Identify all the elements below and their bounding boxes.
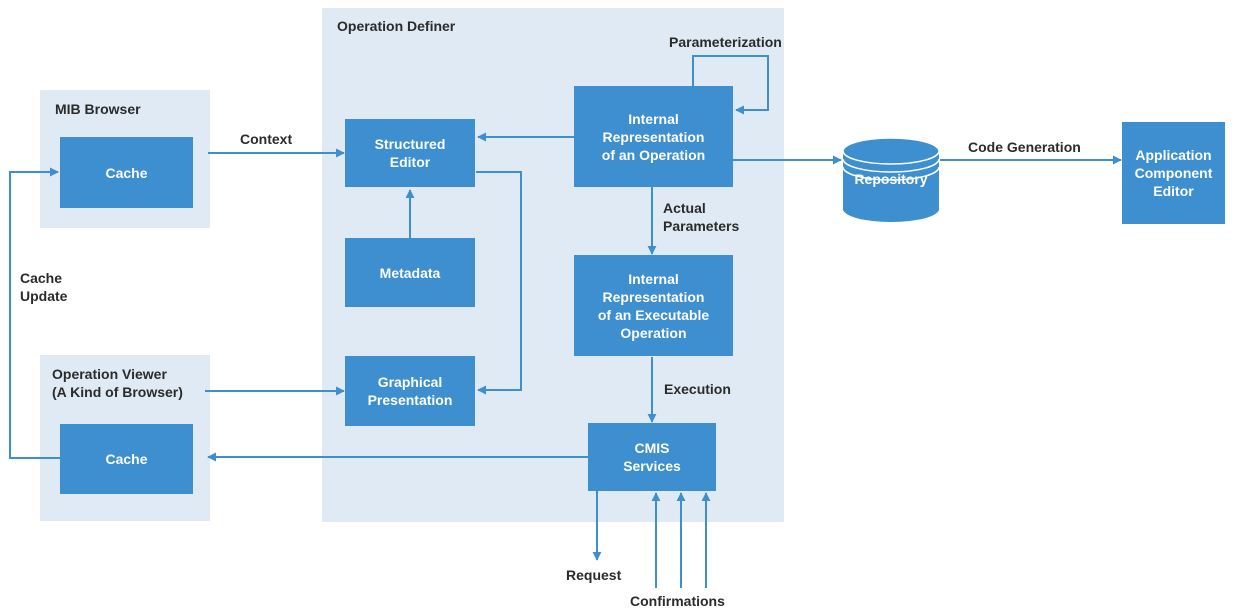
editor-to-graphical-arrow [476,171,522,395]
confirmations-label: Confirmations [630,593,725,609]
internal-executable-operation-box[interactable]: Internal Representation of an Executable… [574,255,733,356]
graphical-presentation-box[interactable]: Graphical Presentation [345,356,475,426]
cache-update-arrow [9,167,60,459]
parameterization-loop [692,55,769,115]
operation-viewer-title: Operation Viewer (A Kind of Browser) [52,366,183,400]
operation-viewer-cache-box[interactable]: Cache [60,424,193,494]
cmis-services-box[interactable]: CMIS Services [588,423,716,491]
context-label: Context [240,131,293,147]
execution-label: Execution [664,381,731,397]
actual-parameters-label: Actual Parameters [663,200,740,234]
cache-update-label: Cache Update [20,270,68,304]
metadata-box[interactable]: Metadata [345,238,475,307]
repository-label: Repository [854,171,928,187]
mib-browser-title: MIB Browser [55,101,141,117]
mib-browser-cache-box[interactable]: Cache [60,137,193,208]
request-label: Request [566,567,622,583]
structured-editor-box[interactable]: Structured Editor [345,119,475,187]
parameterization-label: Parameterization [669,34,782,50]
operation-definer-title: Operation Definer [337,18,456,34]
code-generation-label: Code Generation [968,139,1081,155]
internal-operation-box[interactable]: Internal Representation of an Operation [574,86,733,187]
repository-cylinder-icon [843,137,939,222]
application-component-editor-box[interactable]: Application Component Editor [1122,122,1225,224]
